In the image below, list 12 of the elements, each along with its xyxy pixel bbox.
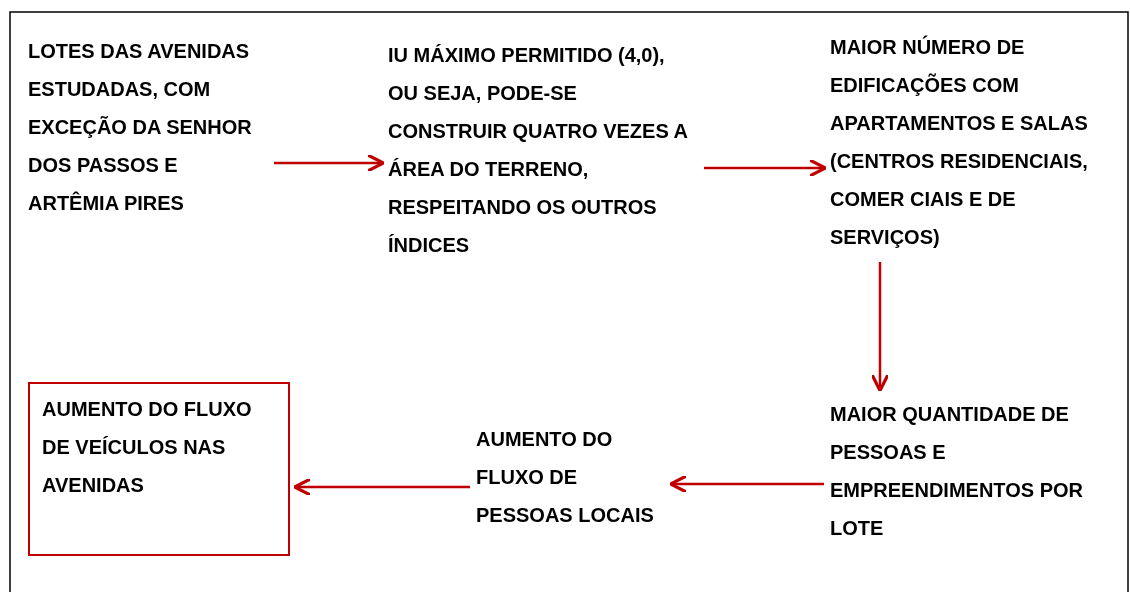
arrow bbox=[274, 153, 386, 173]
arrow bbox=[704, 158, 828, 178]
arrow bbox=[870, 262, 890, 393]
flow-text: IU MÁXIMO PERMITIDO (4,0), OU SEJA, PODE-SE CONSTRUIR QUATRO VEZES A ÁREA DO TERRENO, RESPEITANDO OS OUTROS ÍNDICES bbox=[388, 43, 689, 258]
flow-text: LOTES DAS AVENIDAS ESTUDADAS, COM EXCEÇÃO DA SENHOR DOS PASSOS E ARTÊMIA PIRES bbox=[28, 39, 253, 216]
flow-text: MAIOR NÚMERO DE EDIFICAÇÕES COM APARTAMENTOS E SALAS (CENTROS RESIDENCIAIS, COMER CIAIS E DE SERVIÇOS) bbox=[830, 34, 1089, 250]
arrow bbox=[292, 477, 470, 497]
highlighted-box bbox=[28, 382, 290, 556]
flow-text: MAIOR QUANTIDADE DE PESSOAS E EMPREENDIMENTOS POR LOTE bbox=[830, 402, 1084, 541]
flow-text: AUMENTO DO FLUXO DE VEÍCULOS NAS AVENIDAS bbox=[42, 397, 253, 498]
arrow bbox=[668, 474, 824, 494]
flow-text: AUMENTO DO FLUXO DE PESSOAS LOCAIS bbox=[476, 427, 655, 528]
